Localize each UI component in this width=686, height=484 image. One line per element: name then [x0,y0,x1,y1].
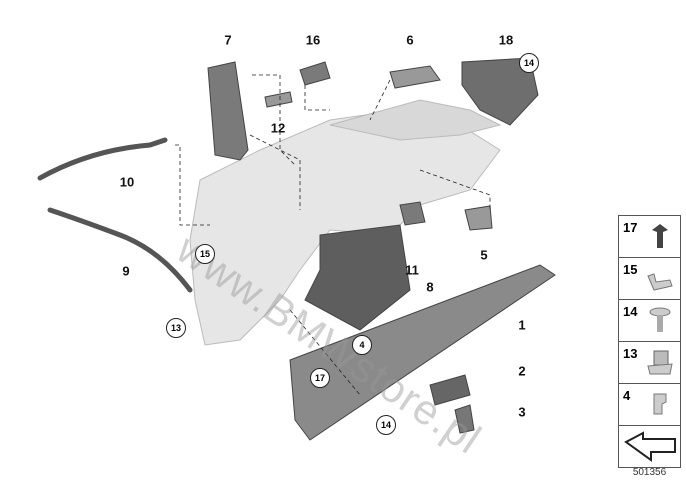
callout-3[interactable]: 3 [518,404,526,420]
callout-8[interactable]: 8 [426,279,434,295]
lock-3 [454,404,475,434]
callout-11[interactable]: 11 [405,262,419,278]
circled-callout-17[interactable]: 17 [310,368,330,388]
legend-item-17[interactable]: 17 [618,215,681,257]
hose-10 [37,137,168,181]
legend-item-15[interactable]: 15 [618,257,681,299]
callout-6[interactable]: 6 [406,32,414,48]
circled-callout-14-lower[interactable]: 14 [376,415,396,435]
glovebox-lid-1 [289,264,556,441]
screw-icon [649,307,671,332]
callout-2[interactable]: 2 [518,363,526,379]
direction-arrow-icon [624,431,676,462]
hinge-bracket-7 [207,61,249,161]
hose-9 [47,207,193,293]
legend-item-13[interactable]: 13 [618,341,681,383]
fastener-legend: 17 15 14 13 4 [618,215,681,468]
circled-callout-13[interactable]: 13 [166,318,186,338]
diagram-number: 501356 [632,467,667,478]
circled-callout-4[interactable]: 4 [352,335,372,355]
circled-callout-15[interactable]: 15 [195,244,215,264]
legend-item-4[interactable]: 4 [618,383,681,425]
callout-16[interactable]: 16 [305,32,321,48]
callout-9[interactable]: 9 [122,263,130,279]
tray-8 [304,224,411,331]
callout-10[interactable]: 10 [119,174,135,190]
clip-16 [299,61,331,86]
clip-12 [264,91,293,108]
callout-5[interactable]: 5 [480,247,488,263]
callout-18[interactable]: 18 [498,32,514,48]
circled-callout-14[interactable]: 14 [519,53,539,73]
legend-item-14[interactable]: 14 [618,299,681,341]
spring-clip-icon [647,273,673,291]
callout-12[interactable]: 12 [270,120,286,136]
clip-nut-icon [647,350,673,375]
cable-clip-icon [653,393,667,415]
callout-1[interactable]: 1 [518,317,526,333]
legend-arrow [618,425,681,468]
duct-upper [329,99,502,141]
actuator-6 [389,65,441,89]
expanding-rivet-icon [652,224,668,248]
clip-5 [464,205,493,231]
holder-11 [399,201,426,226]
handle-2 [429,374,471,406]
callout-7[interactable]: 7 [224,32,232,48]
